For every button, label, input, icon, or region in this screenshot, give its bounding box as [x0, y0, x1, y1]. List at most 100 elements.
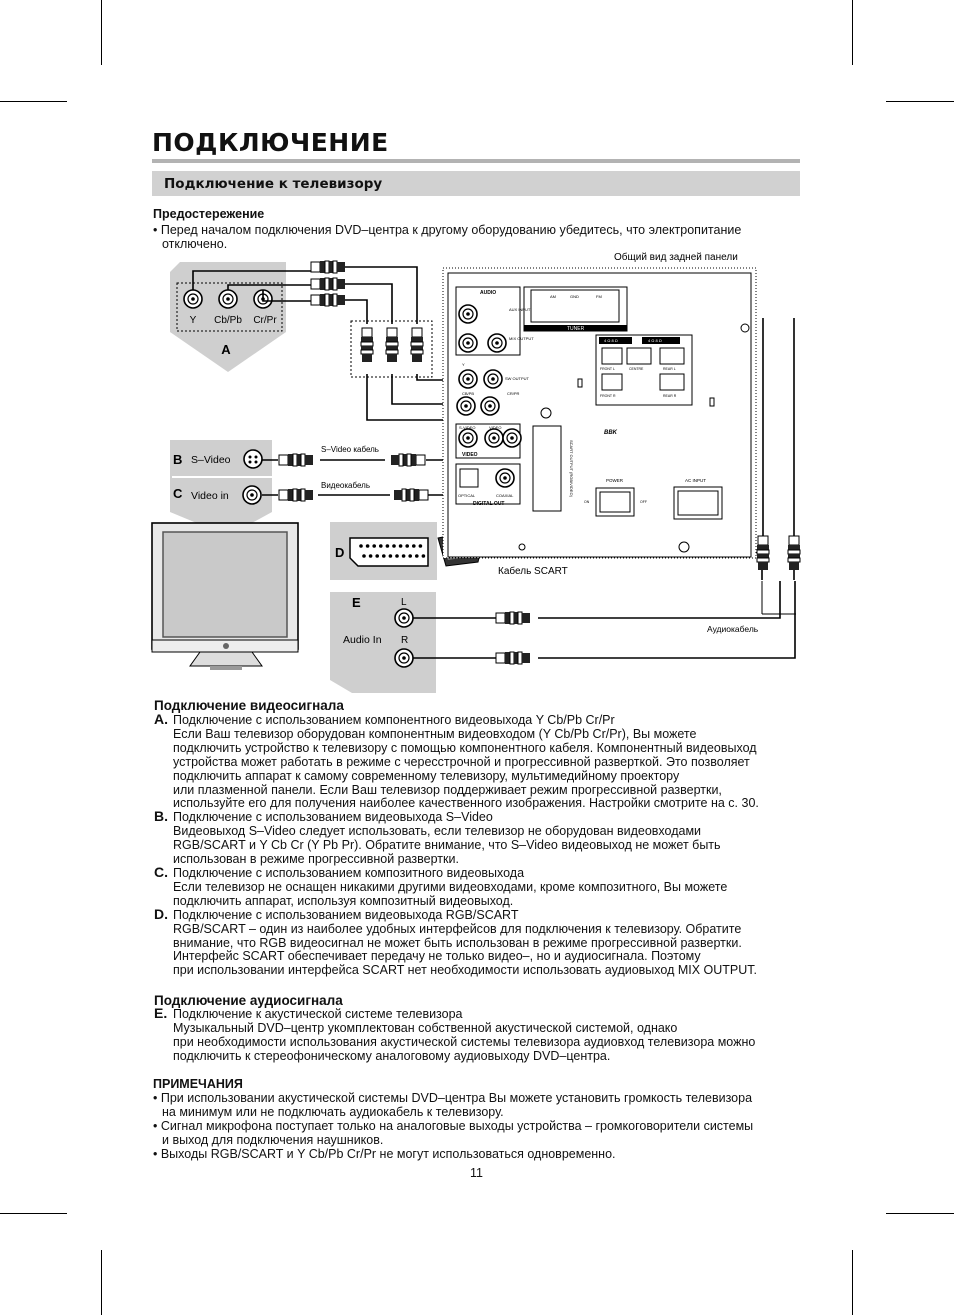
item-line: подключить устройство к телевизору с пом… [173, 740, 757, 755]
scart-pin [385, 544, 390, 548]
scart-pin [421, 554, 426, 558]
svg-text:SCART OUTPUT (RGB/VIDEO): SCART OUTPUT (RGB/VIDEO) [569, 440, 574, 498]
item-line: подключить аппарат к самому современному… [173, 768, 680, 783]
jack-y[interactable] [183, 289, 203, 309]
svideo-cable-label: S–Video кабель [321, 445, 379, 454]
page-number: 11 [470, 1166, 483, 1180]
label-cb-pb: Cb/Pb [214, 315, 242, 326]
item-label: E. [154, 1005, 168, 1021]
page-title: ПОДКЛЮЧЕНИЕ [152, 128, 389, 157]
crop-mark [886, 1213, 954, 1214]
jack-cb-pb[interactable] [218, 289, 238, 309]
item-line: внимание, что RGB видеосигнал не может б… [173, 935, 742, 950]
item-line: RGB/SCART и Y Cb Cr (Y Pb Pr). Обратите … [173, 838, 721, 853]
note-line: • При использовании акустической системы… [153, 1091, 753, 1105]
svg-text:AUX INPUT: AUX INPUT [509, 307, 531, 312]
rear-panel-label: Общий вид задней панели [614, 251, 738, 263]
item-line: Музыкальный DVD–центр укомплектован собс… [173, 1020, 678, 1035]
item-line: или плазменной панели. Если Ваш телевизо… [173, 782, 722, 797]
svg-text:VIDEO: VIDEO [489, 425, 501, 430]
item-label: D. [154, 905, 168, 922]
scart-pin [368, 554, 373, 558]
item-label: B. [154, 808, 168, 825]
item-line: RGB/SCART – один из наиболее удобных инт… [173, 921, 742, 936]
svg-text:CB/PB: CB/PB [462, 391, 474, 396]
svg-text:DIGITAL OUT: DIGITAL OUT [473, 501, 504, 507]
svg-text:POWER: POWER [606, 478, 624, 483]
scart-pin [408, 554, 413, 558]
note-line: • Сигнал микрофона поступает только на а… [153, 1118, 754, 1133]
section-title: Подключение к телевизору [164, 176, 383, 192]
scart-pin [412, 544, 416, 548]
svg-text:BBK: BBK [604, 430, 618, 436]
panel-b-label: S–Video [191, 454, 231, 466]
scart-cable-label: Кабель SCART [498, 565, 568, 577]
audio-l-jack[interactable] [394, 608, 414, 628]
rear-panel: Общий вид задней панели AUDIO AUX INPUT … [442, 251, 757, 559]
svg-text:GND: GND [570, 294, 579, 299]
item-line: Если Ваш телевизор оборудован компонентн… [173, 726, 697, 741]
scart-pin [398, 544, 403, 548]
crop-mark [852, 1250, 853, 1315]
svideo-cable: S–Video кабель [262, 445, 467, 467]
video-heading: Подключение видеосигнала [154, 698, 344, 713]
item-line: используйте его для получения наиболее к… [173, 796, 759, 811]
svg-text:TUNER: TUNER [567, 326, 585, 332]
svg-text:CR/PR: CR/PR [507, 391, 520, 396]
item-line: Подключение к акустической системе телев… [173, 1007, 463, 1021]
item-label: A. [154, 711, 168, 727]
svg-text:REAR R: REAR R [663, 394, 677, 398]
svg-text:Y: Y [462, 362, 465, 367]
item-line: Подключение с использованием видеовыхода… [173, 810, 493, 825]
item-label: C. [154, 863, 168, 880]
scart-pin [418, 544, 423, 548]
caution-heading: Предостережение [153, 207, 265, 221]
panel-d-letter: D [335, 545, 344, 560]
label-r: R [401, 635, 408, 646]
crop-mark [101, 0, 102, 65]
notes-heading: ПРИМЕЧАНИЯ [153, 1077, 243, 1091]
svg-text:ON: ON [584, 500, 590, 504]
svg-text:AM: AM [550, 294, 556, 299]
video-cable-label: Видеокабель [321, 481, 370, 490]
item-line: использован в режиме прогрессивной разве… [173, 852, 459, 867]
list-item: C. Подключение с использованием композитн… [154, 863, 759, 909]
svg-text:AUDIO: AUDIO [480, 290, 496, 296]
item-line: Подключение с использованием композитног… [173, 865, 525, 880]
list-item: B. Подключение с использованием видеовыхо… [154, 808, 759, 867]
svg-text:FRONT L: FRONT L [600, 367, 615, 371]
scart-pin [388, 554, 393, 558]
panel-c-label: Video in [191, 490, 229, 502]
item-line: при необходимости использования акустиче… [173, 1034, 756, 1049]
video-in-jack[interactable] [242, 485, 262, 505]
note-line: и выход для подключения наушников. [162, 1132, 384, 1147]
notes-list: • При использовании акустической системы… [153, 1091, 754, 1162]
scart-pin [405, 544, 410, 548]
item-line: Подключение с использованием видеовыхода… [173, 907, 519, 922]
panel-d: D [330, 522, 437, 580]
item-line: при использовании интерфейса SCART нет н… [173, 963, 758, 978]
scart-pin [375, 554, 380, 558]
caution-text: • Перед началом подключения DVD–центра к… [153, 223, 742, 237]
label-y: Y [190, 315, 197, 326]
audio-r-jack[interactable] [394, 648, 414, 668]
svg-text:OPTICAL: OPTICAL [458, 493, 476, 498]
caution-text-cont: отключено. [162, 237, 228, 251]
title-rule [152, 159, 800, 163]
crop-mark [852, 0, 853, 65]
list-item: A.Подключение с использованием компонент… [154, 711, 759, 811]
item-line: Видеовыход S–Video следует использовать,… [173, 824, 702, 839]
svideo-jack[interactable] [243, 449, 263, 469]
svg-text:MIX OUTPUT: MIX OUTPUT [509, 336, 534, 341]
note-line: на минимум или не подключать аудиокабель… [162, 1104, 504, 1119]
crop-mark [0, 1213, 67, 1214]
scart-pin [401, 554, 406, 558]
svg-text:FM: FM [596, 294, 602, 299]
video-list: A.Подключение с использованием компонент… [154, 711, 759, 978]
tv-illustration [151, 522, 299, 670]
audio-heading: Подключение аудиосигнала [154, 993, 343, 1008]
audio-list: E. Подключение к акустической системе тел… [154, 1005, 756, 1064]
scart-pin [362, 554, 366, 558]
svg-text:S-VIDEO: S-VIDEO [459, 425, 475, 430]
scart-socket[interactable] [349, 537, 429, 567]
